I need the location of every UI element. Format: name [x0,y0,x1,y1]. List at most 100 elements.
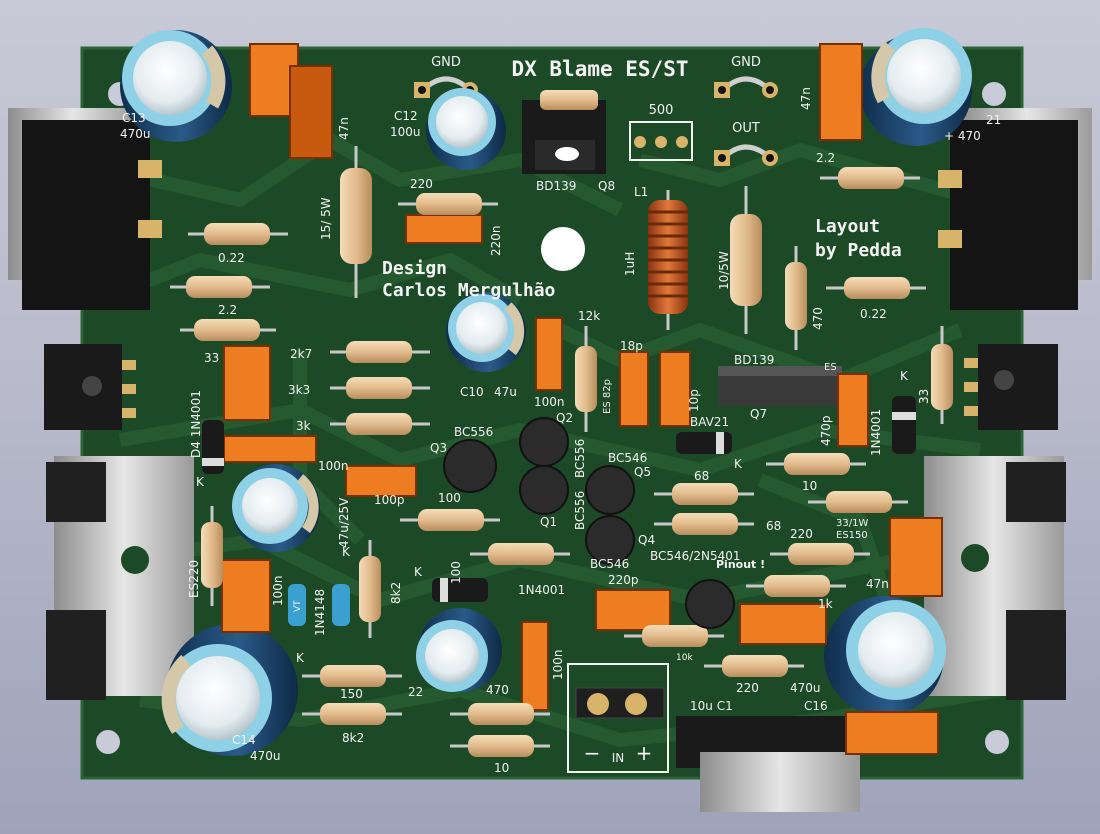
r8k2: 8k2 [342,731,364,745]
q7-ref: Q7 [750,407,767,421]
c100n-b: 100n [534,395,565,409]
gnd-label-right: GND [731,55,761,70]
transistor-q8 [522,90,606,174]
c14-value: 470u [250,749,281,763]
in-label: IN [612,751,625,765]
film-capacitors [221,43,943,755]
c14-ref: C14 [232,733,256,747]
in-plus-label: + [636,741,653,765]
k-label-4: K [734,457,743,471]
d4-1n4001: D4 1N4001 [189,390,203,458]
bd139-q8: BD139 [536,179,576,193]
c18p: 18p [620,339,643,353]
k-label-5: K [296,651,305,665]
k-label-3: K [414,565,423,579]
r10-5w: 10/5W [717,251,731,290]
bc546-2n5401: BC546/2N5401 [650,549,741,563]
l1-ref: L1 [634,185,648,199]
r15-5w: 15/ 5W [319,197,333,240]
r100-b: 100 [449,561,463,584]
diodes [202,396,916,626]
c21-value: + 470 [944,129,981,143]
c100n-a: 100n [318,459,349,473]
c10-ref: C10 [460,385,484,399]
c21-ref: 21 [986,113,1001,127]
r10b: 10 [802,479,817,493]
resistors [170,146,953,757]
r150: 150 [340,687,363,701]
bc556-q1: BC556 [573,491,587,530]
r022-right: 0.22 [860,307,887,321]
r1k: 1k [818,597,833,611]
board-title: DX Blame ES/ST [511,57,688,81]
r12k: 12k [578,309,600,323]
r3k: 3k [296,419,311,433]
bc556-q2: BC556 [573,439,587,478]
d-1n4148: 1N4148 [313,589,327,636]
c10p: 10p [687,389,701,412]
bd139-q7: BD139 [734,353,774,367]
q5-ref: Q5 [634,465,651,479]
r33-right: 33 [917,389,931,404]
r10: 10 [494,761,509,775]
c100p: 100p [374,493,405,507]
q8-ref: Q8 [598,179,615,193]
c100n-c: 100n [271,575,285,606]
d-1n4001-mid: 1N4001 [518,583,565,597]
c47n-bottom: 47n [866,577,889,591]
cap-c14 [161,624,298,756]
r220c: 220 [736,681,759,695]
c13-ref: C13 [122,111,146,125]
r22-right: 2.2 [816,151,835,165]
input-connector [567,663,669,773]
c220n: 220n [489,225,503,256]
inductor-l1 [648,190,688,330]
bav21: BAV21 [690,415,729,429]
r100: 100 [438,491,461,505]
out-label: OUT [732,121,760,136]
c470p: 470p [819,415,833,446]
r68a: 68 [694,469,709,483]
c100n-d: 100n [551,649,565,680]
gnd-label-left: GND [431,55,461,70]
driver-transistor-right [964,344,1058,430]
small-transistors [443,417,735,629]
d-1n4148-mark: VT [293,600,303,612]
k-label-2: K [196,475,205,489]
r33-left: 33 [204,351,219,365]
c16-value: 470u [790,681,821,695]
c22u: 22 [408,685,423,699]
c82p: ES 82p [602,379,613,414]
c12-ref: C12 [394,109,418,123]
r8k2-b: 8k2 [389,582,403,604]
bc556-q3: BC556 [454,425,493,439]
r220-value: 220 [410,177,433,191]
driver-transistor-left [44,344,136,430]
q1-ref: Q1 [540,515,557,529]
cap-c10 [446,292,526,372]
k-label-6: K [342,545,351,559]
r2k7: 2k7 [290,347,312,361]
r022-left: 0.22 [218,251,245,265]
es220: ES220 [187,560,201,598]
r33-1w: 33/1W [836,518,868,529]
l1-value: 1uH [623,252,637,276]
c13-value: 470u [120,127,151,141]
bottom-regulator [676,716,860,812]
c220p: 220p [608,573,639,587]
c16-ref: C16 [804,699,828,713]
design-credit-line2: Carlos Mergulhão [382,280,555,301]
cap-c12 [426,88,506,170]
r470-right: 470 [811,307,825,330]
c1-label: 10u C1 [690,699,733,713]
d-1n4001-right: 1N4001 [869,409,883,456]
transistor-q7 [718,366,842,406]
c47u-25v: 47u/25V [337,497,351,548]
bc546-q5: BC546 [608,451,647,465]
in-minus-label: − [584,741,601,765]
cap-47u [232,464,320,552]
r220b: 220 [790,527,813,541]
r68b: 68 [766,519,781,533]
power-transistor-left-top [8,108,162,310]
